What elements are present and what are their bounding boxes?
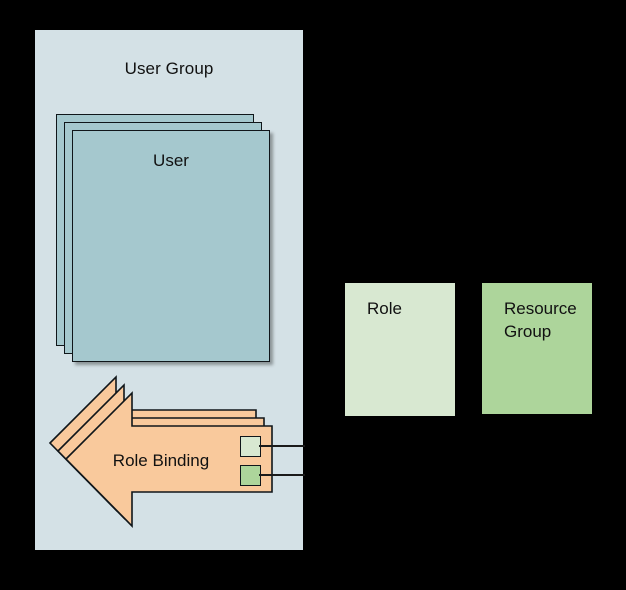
resource-group-port[interactable] (240, 465, 261, 486)
user-group-label: User Group (124, 59, 214, 78)
resource-group-label: Resource Group (504, 299, 577, 341)
role-label: Role (367, 299, 402, 318)
connector-role-binding-to-role (259, 445, 305, 448)
resource-group-box[interactable]: Resource Group (482, 283, 592, 414)
connector-role-binding-to-resource-group (259, 474, 305, 477)
role-box[interactable]: Role (345, 283, 455, 416)
user-card-front[interactable] (72, 130, 270, 362)
user-label: User (153, 151, 189, 170)
role-binding-shape-front[interactable] (64, 384, 288, 536)
role-binding-label: Role Binding (112, 451, 210, 470)
role-port[interactable] (240, 436, 261, 457)
